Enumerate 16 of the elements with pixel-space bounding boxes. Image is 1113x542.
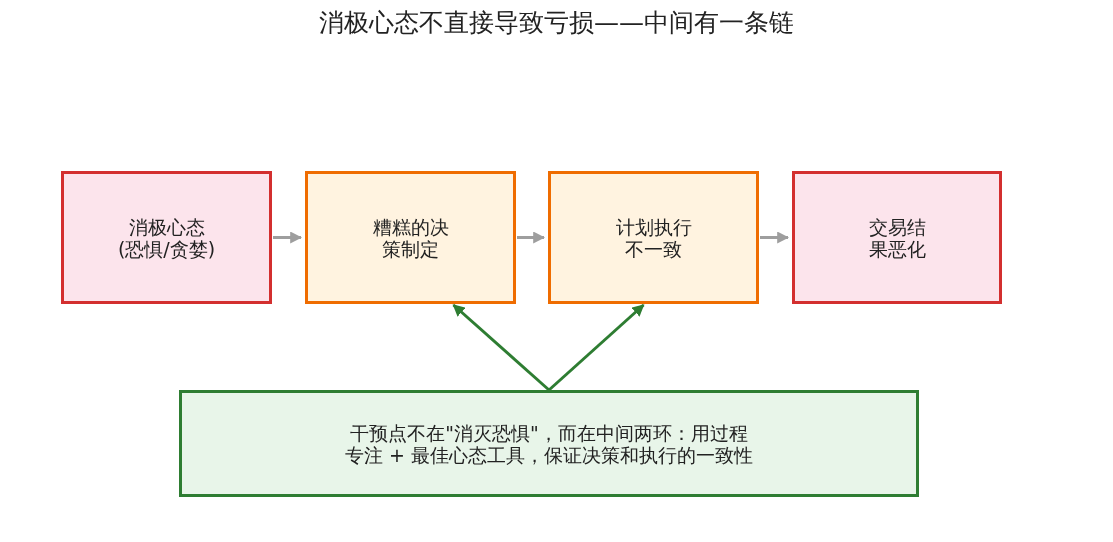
process-box [305, 171, 516, 304]
arrow [273, 231, 303, 244]
process-box [792, 171, 1002, 304]
process-box [61, 171, 272, 304]
arrow [548, 303, 645, 392]
box-text: 计划执行不一致 [614, 215, 693, 260]
box-text: 糟糕的决策制定 [371, 215, 450, 260]
arrow [760, 231, 790, 244]
box-text: 消极心态(恐惧/贪婪) [116, 215, 217, 260]
title: 消极心态不直接导致亏损——中间有一条链 [318, 7, 795, 39]
note-box [179, 390, 919, 497]
arrow [517, 231, 546, 244]
arrow [452, 303, 550, 392]
process-box [548, 171, 759, 304]
box-text: 交易结果恶化 [867, 215, 927, 260]
box-text: 干预点不在"消灭恐惧"，而在中间两环：用过程专注 + 最佳心态工具，保证决策和执行的一致性 [344, 421, 754, 466]
